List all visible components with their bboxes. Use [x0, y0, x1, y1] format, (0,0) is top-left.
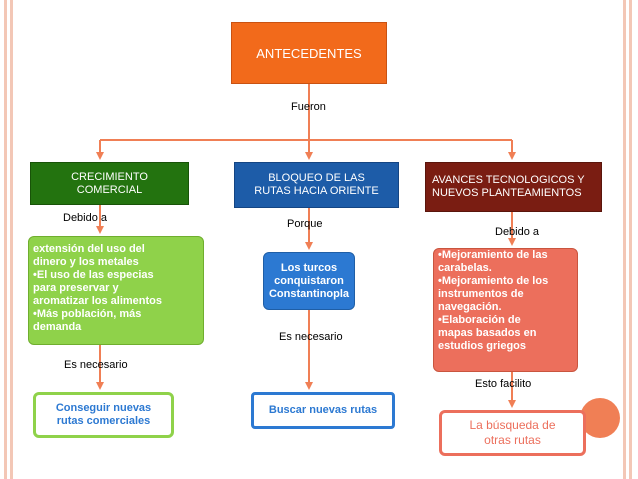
- label-es-necesario-commerce: Es necesario: [64, 359, 128, 371]
- left-margin-stripe-1: [4, 0, 7, 479]
- commerce-detail-line-1: extensión del uso del: [33, 243, 145, 255]
- decorative-circle: [580, 398, 620, 438]
- commerce-detail-line-4: para preservar y: [33, 282, 119, 294]
- blockade-result-box: Buscar nuevas rutas: [251, 392, 395, 429]
- label-es-necesario-blockade: Es necesario: [279, 331, 343, 343]
- advances-result-line-1: La búsqueda de: [469, 418, 556, 432]
- left-margin-stripe-2: [10, 0, 13, 479]
- commerce-title-line-1: CRECIMIENTO: [71, 170, 148, 183]
- advances-box: AVANCES TECNOLOGICOS Y NUEVOS PLANTEAMIE…: [425, 162, 602, 212]
- commerce-result-box: Conseguir nuevas rutas comerciales: [33, 392, 174, 438]
- label-debido-a-commerce: Debido a: [63, 212, 108, 224]
- blockade-title-line-1: BLOQUEO DE LAS: [268, 172, 365, 184]
- advances-title-line-2: NUEVOS PLANTEAMIENTOS: [432, 187, 582, 199]
- root-title: ANTECEDENTES: [256, 45, 362, 61]
- commerce-detail-line-6: •Más población, más: [33, 308, 142, 320]
- advances-detail-line-4: instrumentos de: [438, 288, 524, 300]
- blockade-detail-line-3: Constantinopla: [268, 287, 350, 300]
- advances-result-line-2: otras rutas: [484, 433, 541, 447]
- blockade-title-line-2: RUTAS HACIA ORIENTE: [254, 185, 379, 197]
- advances-detail-line-6: •Elaboración de: [438, 314, 521, 326]
- label-porque: Porque: [287, 218, 323, 230]
- commerce-detail-line-5: aromatizar los alimentos: [33, 295, 162, 307]
- commerce-title-line-2: COMERCIAL: [76, 183, 143, 196]
- label-fueron: Fueron: [291, 101, 326, 113]
- commerce-detail-line-7: demanda: [33, 321, 82, 333]
- blockade-result-text: Buscar nuevas rutas: [268, 404, 378, 416]
- root-antecedentes-box: ANTECEDENTES: [231, 22, 387, 84]
- advances-result-box: La búsqueda de otras rutas: [439, 410, 586, 456]
- right-margin-stripe-1: [623, 0, 626, 479]
- advances-title-line-1: AVANCES TECNOLOGICOS Y: [432, 174, 585, 186]
- commerce-detail-line-2: dinero y los metales: [33, 256, 139, 268]
- blockade-details-box: Los turcos conquistaron Constantinopla: [263, 252, 355, 310]
- advances-detail-line-2: carabelas.: [438, 262, 492, 274]
- advances-details-box: •Mejoramiento de las carabelas. •Mejoram…: [433, 248, 578, 372]
- blockade-detail-line-1: Los turcos: [280, 261, 338, 274]
- advances-detail-line-7: mapas basados en: [438, 327, 537, 339]
- advances-detail-line-1: •Mejoramiento de las: [438, 249, 548, 261]
- advances-detail-line-8: estudios griegos: [438, 340, 527, 352]
- blockade-detail-line-2: conquistaron: [274, 274, 344, 287]
- commerce-result-line-1: Conseguir nuevas: [55, 402, 152, 414]
- right-margin-stripe-2: [629, 0, 632, 479]
- advances-detail-line-3: •Mejoramiento de los: [438, 275, 549, 287]
- commerce-growth-box: CRECIMIENTO COMERCIAL: [30, 162, 189, 205]
- advances-detail-line-5: navegación.: [438, 301, 502, 313]
- commerce-result-line-2: rutas comerciales: [56, 415, 151, 427]
- label-debido-a-advances: Debido a: [495, 226, 540, 238]
- label-esto-facilito: Esto facilito: [475, 378, 532, 390]
- commerce-details-box: extensión del uso del dinero y los metal…: [28, 236, 204, 345]
- blockade-box: BLOQUEO DE LAS RUTAS HACIA ORIENTE: [234, 162, 399, 208]
- commerce-detail-line-3: •El uso de las especias: [33, 269, 154, 281]
